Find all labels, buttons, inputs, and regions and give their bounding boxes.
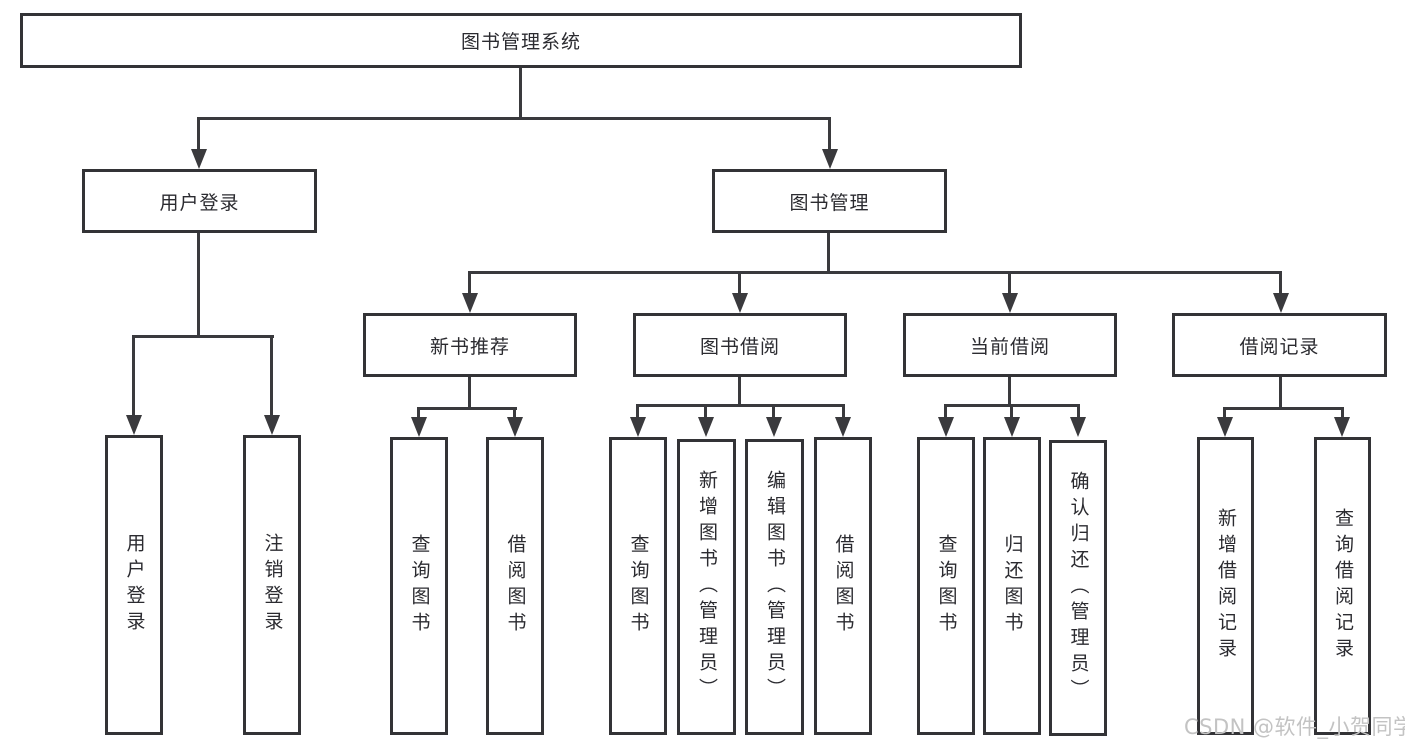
arrow-down-icon: [630, 417, 646, 437]
node-root-label: 图书管理系统: [460, 31, 581, 53]
node-new-book-recommend: 新书推荐: [363, 313, 577, 377]
arrow-down-icon: [938, 417, 954, 437]
leaf-records-add-record-label: 新增借阅记录: [1215, 508, 1237, 664]
connector-line: [197, 117, 200, 153]
leaf-records-query-record-label: 查询借阅记录: [1332, 508, 1354, 664]
connector-line: [1010, 404, 1013, 418]
connector-line: [1223, 407, 1344, 410]
arrow-down-icon: [126, 415, 142, 435]
leaf-user-login: 用户登录: [105, 435, 163, 735]
leaf-borrowing-edit-books-admin: 编辑图书（管理员）: [745, 439, 804, 735]
node-user-login-label: 用户登录: [159, 191, 240, 214]
arrow-down-icon: [1273, 293, 1289, 313]
connector-line: [1279, 377, 1282, 410]
leaf-newbook-borrow-books-label: 借阅图书: [504, 534, 527, 638]
node-user-login: 用户登录: [82, 169, 317, 233]
leaf-current-query-books: 查询图书: [917, 437, 975, 735]
connector-line: [1008, 377, 1011, 407]
connector-line: [842, 404, 845, 418]
connector-line: [197, 117, 831, 120]
node-book-borrowing-label: 图书借阅: [699, 335, 780, 358]
arrow-down-icon: [411, 417, 427, 437]
connector-line: [1008, 271, 1011, 297]
arrow-down-icon: [507, 417, 523, 437]
connector-line: [468, 271, 471, 297]
connector-line: [132, 335, 274, 338]
node-root: 图书管理系统: [20, 13, 1022, 68]
arrow-down-icon: [698, 417, 714, 437]
leaf-current-return-books: 归还图书: [983, 437, 1041, 735]
connector-line: [270, 335, 273, 419]
leaf-newbook-query-books-label: 查询图书: [408, 534, 431, 638]
connector-line: [1077, 404, 1080, 418]
connector-line: [417, 407, 420, 421]
node-book-management: 图书管理: [712, 169, 947, 233]
connector-line: [704, 404, 707, 418]
leaf-newbook-query-books: 查询图书: [390, 437, 448, 735]
node-book-borrowing: 图书借阅: [633, 313, 847, 377]
leaf-borrowing-query-books-label: 查询图书: [627, 534, 650, 638]
arrow-down-icon: [1070, 417, 1086, 437]
arrow-down-icon: [264, 415, 280, 435]
connector-line: [468, 271, 1282, 274]
connector-line: [738, 377, 741, 407]
connector-line: [827, 233, 830, 274]
arrow-down-icon: [191, 149, 207, 169]
connector-line: [417, 407, 517, 410]
leaf-borrowing-edit-books-admin-label: 编辑图书（管理员）: [764, 470, 786, 704]
leaf-records-add-record: 新增借阅记录: [1197, 437, 1254, 735]
node-current-borrowing-label: 当前借阅: [969, 335, 1050, 358]
arrow-down-icon: [766, 417, 782, 437]
connector-line: [828, 117, 831, 153]
connector-line: [1341, 407, 1344, 421]
connector-line: [636, 404, 845, 407]
arrow-down-icon: [732, 293, 748, 313]
arrow-down-icon: [1217, 417, 1233, 437]
node-borrowing-records: 借阅记录: [1172, 313, 1387, 377]
leaf-borrowing-borrow-books: 借阅图书: [814, 437, 872, 735]
arrow-down-icon: [822, 149, 838, 169]
leaf-current-confirm-return-admin-label: 确认归还（管理员）: [1067, 471, 1090, 705]
leaf-current-query-books-label: 查询图书: [935, 534, 958, 638]
leaf-borrowing-add-books-admin: 新增图书（管理员）: [677, 439, 736, 735]
leaf-newbook-borrow-books: 借阅图书: [486, 437, 544, 735]
arrow-down-icon: [462, 293, 478, 313]
connector-line: [132, 335, 135, 419]
arrow-down-icon: [1334, 417, 1350, 437]
node-borrowing-records-label: 借阅记录: [1239, 335, 1320, 358]
connector-line: [519, 68, 522, 120]
leaf-logout: 注销登录: [243, 435, 301, 735]
connector-line: [772, 404, 775, 418]
connector-line: [636, 404, 639, 418]
leaf-logout-label: 注销登录: [261, 533, 284, 637]
leaf-records-query-record: 查询借阅记录: [1314, 437, 1371, 735]
connector-line: [944, 404, 947, 418]
arrow-down-icon: [1004, 417, 1020, 437]
node-current-borrowing: 当前借阅: [903, 313, 1117, 377]
connector-line: [513, 407, 516, 421]
leaf-borrowing-query-books: 查询图书: [609, 437, 667, 735]
connector-line: [468, 377, 471, 410]
leaf-current-confirm-return-admin: 确认归还（管理员）: [1049, 440, 1107, 736]
leaf-borrowing-add-books-admin-label: 新增图书（管理员）: [696, 470, 718, 704]
leaf-user-login-label: 用户登录: [123, 533, 146, 637]
connector-line: [197, 233, 200, 338]
node-book-management-label: 图书管理: [789, 191, 870, 214]
node-new-book-recommend-label: 新书推荐: [429, 335, 510, 358]
connector-line: [1223, 407, 1226, 421]
leaf-borrowing-borrow-books-label: 借阅图书: [832, 534, 855, 638]
connector-line: [738, 271, 741, 297]
connector-line: [1279, 271, 1282, 297]
leaf-current-return-books-label: 归还图书: [1001, 534, 1024, 638]
csdn-watermark: CSDN @软件_小贺同学: [1184, 715, 1405, 739]
arrow-down-icon: [1002, 293, 1018, 313]
arrow-down-icon: [835, 417, 851, 437]
